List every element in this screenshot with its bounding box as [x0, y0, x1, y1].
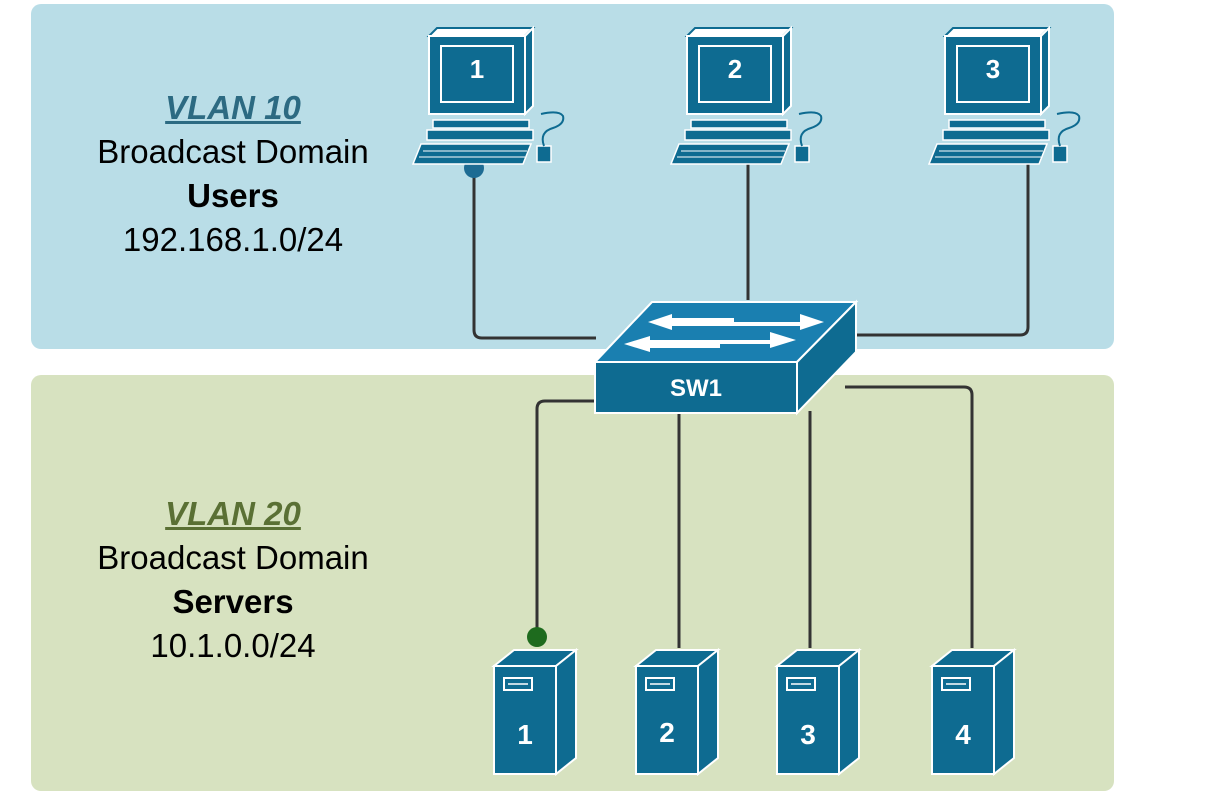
server-tower-icon[interactable]: 1 — [493, 649, 577, 775]
arrow-left-icon — [624, 336, 720, 352]
vlan20-type: Broadcast Domain — [97, 539, 369, 576]
vlan10-subnet: 192.168.1.0/24 — [122, 221, 344, 258]
arrow-right-icon — [700, 332, 796, 348]
switch-label: SW1 — [670, 375, 722, 402]
link-srv1 — [535, 399, 596, 636]
pc2-label: 2 — [728, 54, 742, 84]
arrow-left-icon — [648, 314, 734, 330]
vlan10-zone — [31, 4, 1114, 349]
arrow-right-icon — [718, 314, 824, 330]
vlan20-title: VLAN 20 — [165, 495, 301, 532]
desktop-pc-icon[interactable]: 2 — [670, 27, 823, 165]
pc3-label: 3 — [986, 54, 1000, 84]
server-tower-icon[interactable]: 3 — [776, 649, 860, 775]
server3-label: 3 — [800, 719, 816, 750]
vlan10-type: Broadcast Domain — [97, 133, 369, 170]
server2-label: 2 — [659, 717, 675, 748]
link-srv4 — [845, 385, 974, 648]
server-tower-icon[interactable]: 2 — [635, 649, 719, 775]
port-dot-vlan20 — [527, 627, 547, 647]
vlan20-name: Servers — [172, 583, 294, 620]
link-pc1 — [472, 168, 596, 340]
desktop-pc-icon[interactable]: 1 — [412, 27, 565, 165]
vlan10-title: VLAN 10 — [165, 89, 301, 126]
server4-label: 4 — [955, 719, 971, 750]
vlan10-name: Users — [187, 177, 279, 214]
pc1-label: 1 — [470, 54, 484, 84]
vlan20-subnet: 10.1.0.0/24 — [150, 627, 316, 664]
server-tower-icon[interactable]: 4 — [931, 649, 1015, 775]
link-pc3 — [855, 155, 1030, 337]
switch-icon[interactable]: SW1 — [592, 299, 859, 416]
desktop-pc-icon[interactable]: 3 — [928, 27, 1081, 165]
server1-label: 1 — [517, 719, 533, 750]
vlan20-description: VLAN 20 Broadcast Domain Servers 10.1.0.… — [73, 492, 393, 668]
links — [472, 155, 1030, 648]
vlan10-description: VLAN 10 Broadcast Domain Users 192.168.1… — [73, 86, 393, 262]
